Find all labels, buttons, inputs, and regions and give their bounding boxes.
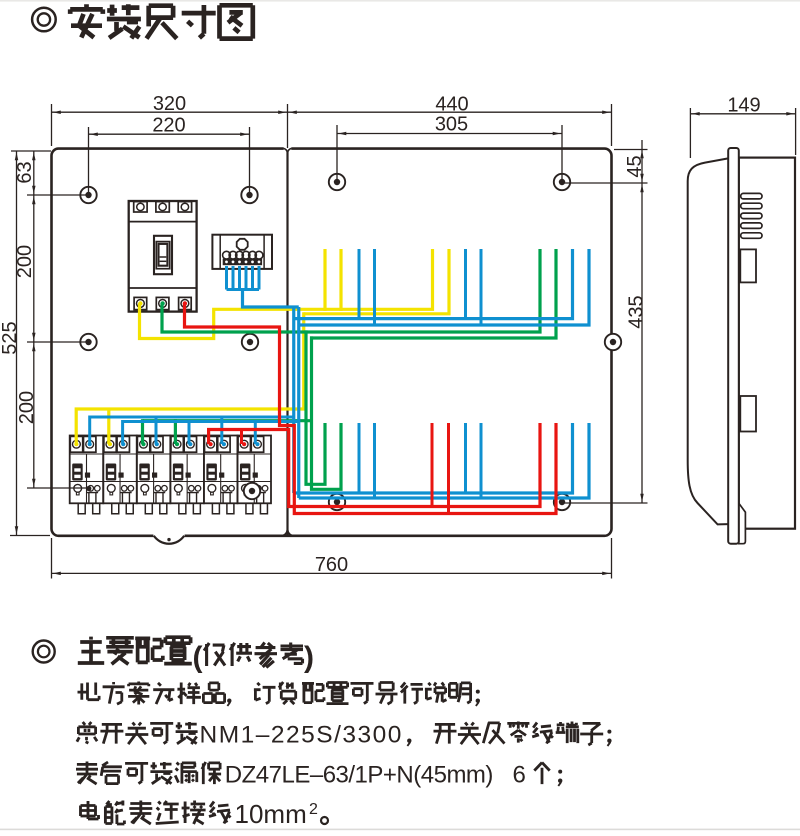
svg-text:200: 200 bbox=[16, 391, 38, 424]
svg-text:149: 149 bbox=[727, 95, 760, 117]
svg-text:10mm: 10mm bbox=[235, 799, 307, 829]
svg-text:DZ47LE–63/1P+N(45mm): DZ47LE–63/1P+N(45mm) bbox=[225, 762, 493, 789]
svg-text:(: ( bbox=[193, 641, 203, 674]
svg-text:440: 440 bbox=[435, 94, 468, 116]
svg-text:6: 6 bbox=[513, 762, 526, 789]
svg-text:63: 63 bbox=[14, 161, 36, 183]
svg-text:220: 220 bbox=[152, 115, 185, 137]
svg-text:): ) bbox=[304, 641, 314, 674]
svg-text:NM1–225S/3300: NM1–225S/3300 bbox=[200, 722, 403, 749]
svg-text:760: 760 bbox=[315, 554, 348, 576]
svg-text:2: 2 bbox=[309, 801, 318, 818]
svg-text:200: 200 bbox=[14, 245, 36, 278]
svg-text:305: 305 bbox=[435, 114, 468, 136]
svg-text:435: 435 bbox=[626, 295, 648, 328]
svg-text:45: 45 bbox=[624, 155, 646, 177]
svg-text:320: 320 bbox=[153, 93, 186, 115]
svg-text:525: 525 bbox=[0, 321, 21, 354]
